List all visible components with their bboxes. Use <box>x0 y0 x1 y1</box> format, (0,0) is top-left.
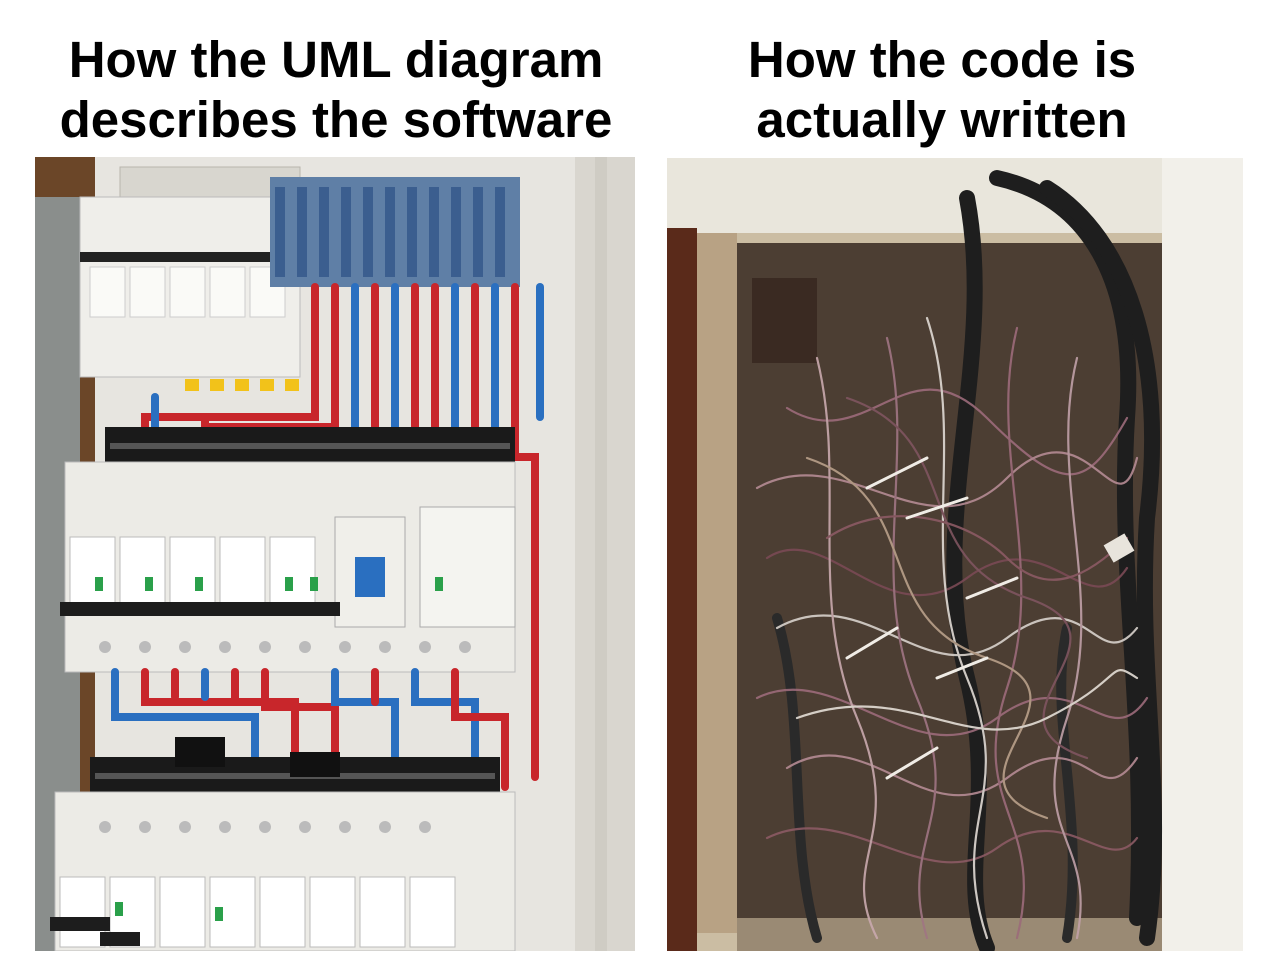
top-breaker-row <box>79 196 301 391</box>
right-caption: How the code is actually written <box>660 30 1224 150</box>
left-caption-line1: How the UML diagram <box>68 31 604 88</box>
middle-breaker-row <box>60 461 516 673</box>
left-caption-line2: describes the software <box>59 91 613 148</box>
left-caption: How the UML diagram describes the softwa… <box>20 30 652 150</box>
right-caption-line2: actually written <box>756 91 1128 148</box>
bottom-breaker-row <box>50 791 516 951</box>
tangled-wires-illustration <box>667 158 1243 951</box>
tangled-wires-photo <box>667 158 1243 951</box>
tidy-panel-photo <box>35 157 635 951</box>
tidy-panel-illustration <box>35 157 635 951</box>
right-caption-line1: How the code is <box>747 31 1137 88</box>
